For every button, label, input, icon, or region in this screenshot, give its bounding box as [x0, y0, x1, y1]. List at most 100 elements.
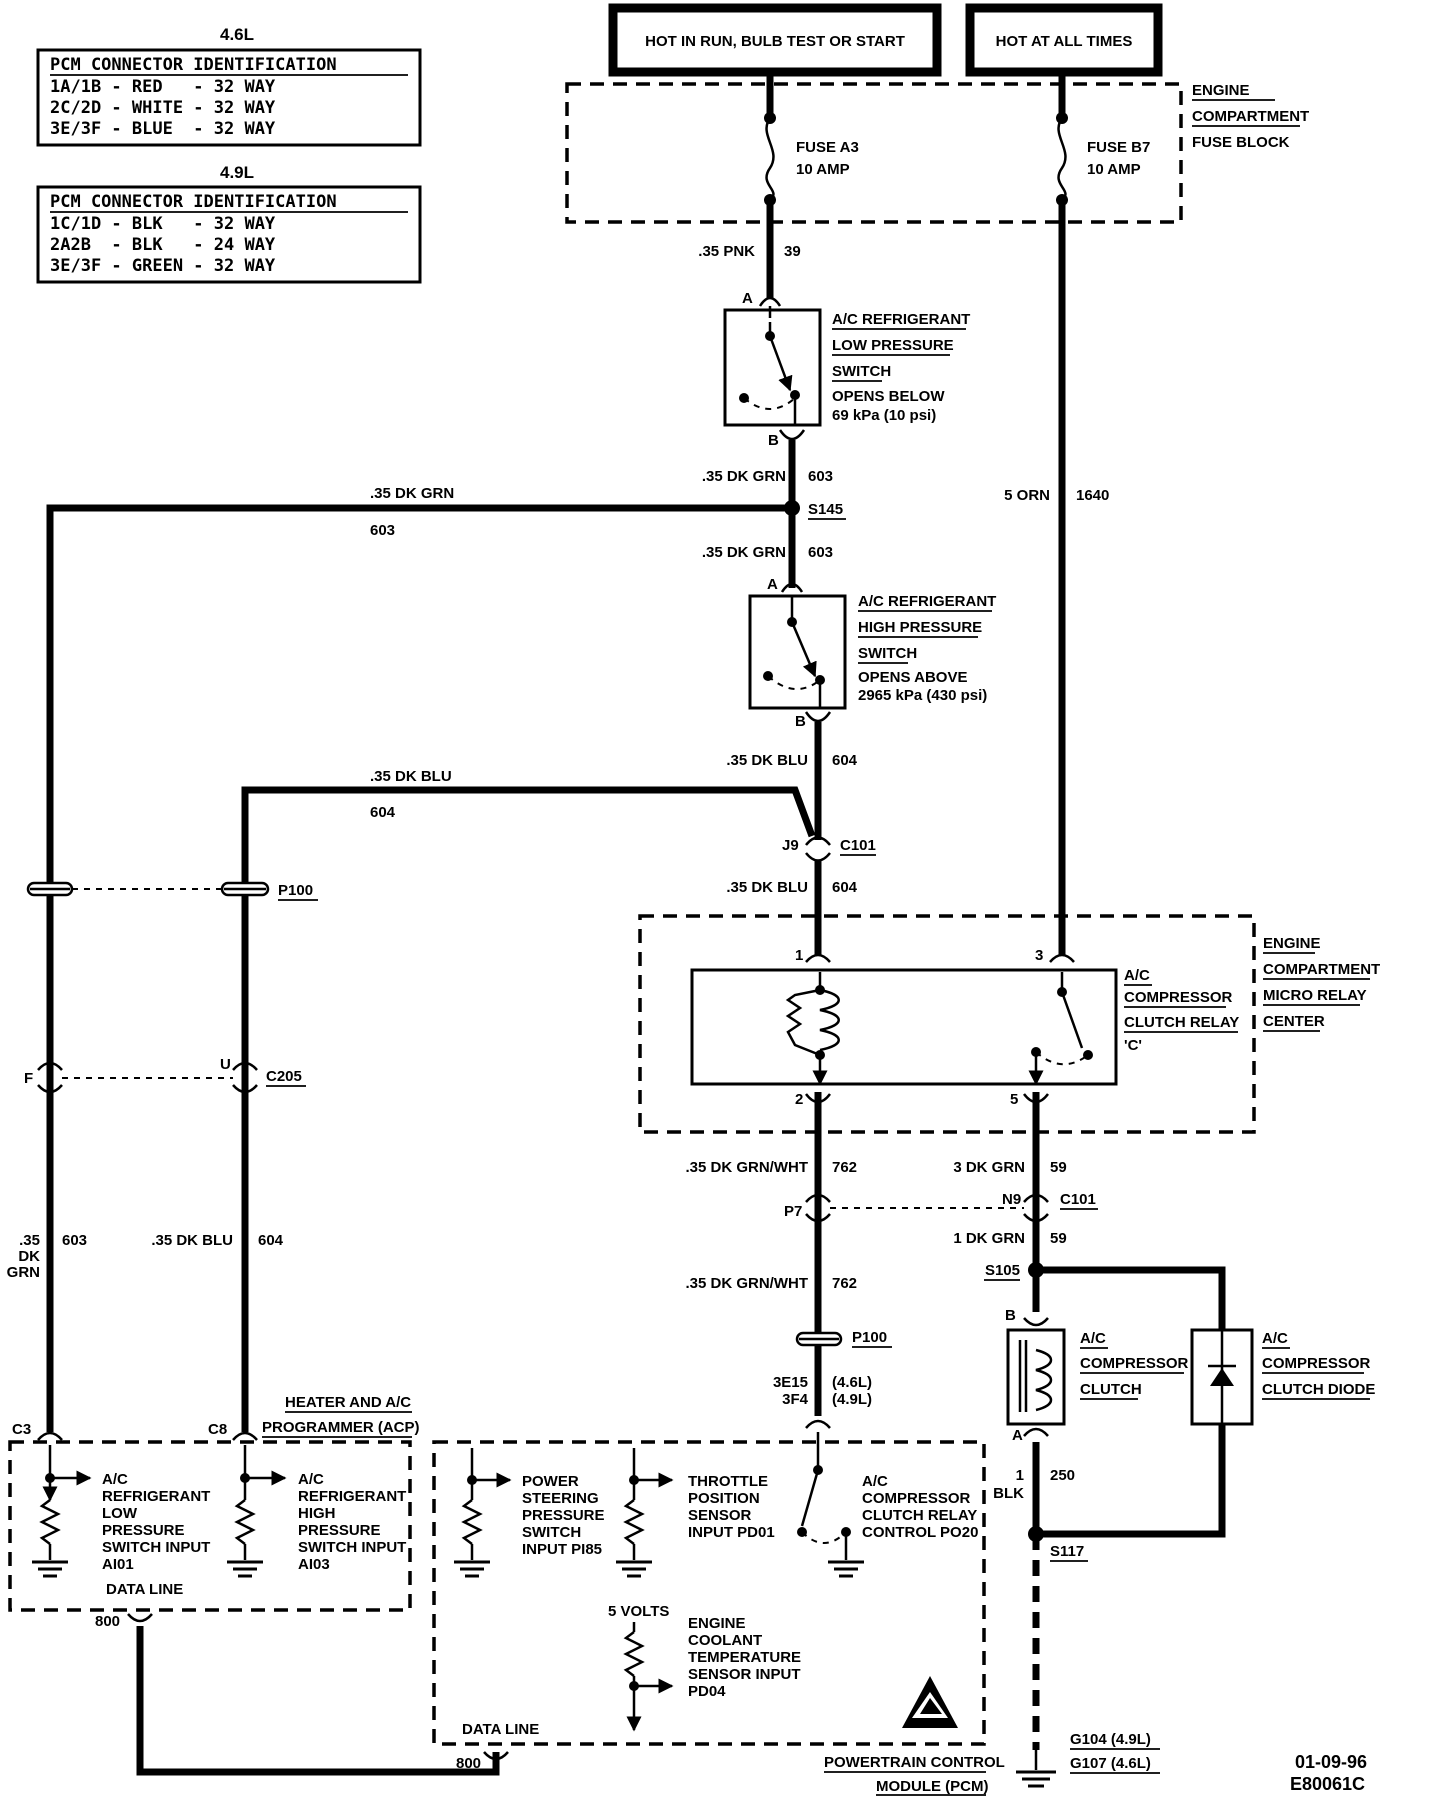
- connector-p7: P7: [784, 1193, 831, 1223]
- wire-gauge: .35 DK GRN: [702, 468, 786, 485]
- wire-circuit: 250: [1050, 1467, 1075, 1484]
- wire-pnk-gauge: .35 PNK: [698, 243, 755, 260]
- wire-gauge: .35 DK BLU: [370, 768, 452, 785]
- power-run-label: HOT IN RUN, BULB TEST OR START: [645, 33, 905, 50]
- wire-gauge: .35 DK GRN: [370, 485, 454, 502]
- data-circuit: 800: [456, 1755, 481, 1772]
- table-engine-label: 4.9L: [220, 163, 254, 182]
- fuse-block: ENGINE COMPARTMENT FUSE BLOCK: [565, 82, 1309, 224]
- pcm-relay-control-label: CLUTCH RELAY: [862, 1507, 977, 1524]
- wire-gauge: 5 ORN: [1004, 487, 1050, 504]
- ground-symbol: [1016, 1750, 1056, 1788]
- relay-label: 'C': [1124, 1037, 1142, 1054]
- acp-title: PROGRAMMER (ACP): [262, 1419, 420, 1436]
- clutch-label: CLUTCH: [1080, 1381, 1142, 1398]
- wire-dk-grn-603-left: [46, 504, 792, 1432]
- diode-label: A/C: [1262, 1330, 1288, 1347]
- fuse-a3: FUSE A3 10 AMP: [764, 72, 859, 206]
- acp-input-label: PRESSURE: [102, 1522, 185, 1539]
- pcm-ect-label: PD04: [688, 1683, 726, 1700]
- pcm-ect-label: COOLANT: [688, 1632, 762, 1649]
- table-row: 3E/3F - BLUE - 32 WAY: [50, 119, 276, 139]
- diode-label: CLUTCH DIODE: [1262, 1381, 1375, 1398]
- switch-note: 69 kPa (10 psi): [832, 407, 936, 424]
- relay-pin: 5: [1010, 1091, 1018, 1108]
- switch-label: A/C REFRIGERANT: [832, 311, 970, 328]
- fuse-b7: FUSE B7 10 AMP: [1056, 72, 1150, 206]
- clutch-label: COMPRESSOR: [1080, 1355, 1189, 1372]
- esd-warning-icon: [902, 1676, 958, 1728]
- wire-gauge: 3 DK GRN: [953, 1159, 1025, 1176]
- pin-label: A: [742, 290, 753, 307]
- relay-center-label: CENTER: [1263, 1013, 1325, 1030]
- relay-pin: 3: [1035, 947, 1043, 964]
- data-circuit: 800: [95, 1613, 120, 1630]
- wire-circuit: 603: [370, 522, 395, 539]
- wire-gauge: .35 DK BLU: [726, 752, 808, 769]
- compressor-clutch-diode: A/C COMPRESSOR CLUTCH DIODE: [1190, 1328, 1375, 1426]
- wire-circuit: 59: [1050, 1159, 1067, 1176]
- compressor-clutch-relay: 1 3 2 5 A/C COMPRESSOR CLUTCH RELAY 'C': [690, 947, 1239, 1108]
- pcm-table-4-9l: 4.9L PCM CONNECTOR IDENTIFICATION 1C/1D …: [36, 163, 422, 284]
- pcm-tps-label: SENSOR: [688, 1507, 752, 1524]
- compressor-clutch: B A A/C COMPRESSOR CLUTCH: [1005, 1307, 1189, 1444]
- table-row: 2C/2D - WHITE - 32 WAY: [50, 98, 276, 118]
- wire-circuit: 604: [832, 752, 858, 769]
- connector-c205: F U C205: [24, 1056, 306, 1094]
- acp-input-label: SWITCH INPUT: [298, 1539, 406, 1556]
- pcm-tps-label: THROTTLE: [688, 1473, 768, 1490]
- acp-module: HEATER AND A/C PROGRAMMER (ACP) C3 C8 A/…: [8, 1394, 420, 1630]
- pcm-pin-engine: (4.6L): [832, 1374, 872, 1391]
- ground-label: G107 (4.6L): [1070, 1755, 1151, 1772]
- pcm-module: POWER STEERING PRESSURE SWITCH INPUT PI8…: [432, 1432, 1005, 1796]
- pcm-ps-label: STEERING: [522, 1490, 599, 1507]
- wire-circuit: 604: [832, 879, 858, 896]
- table-engine-label: 4.6L: [220, 25, 254, 44]
- wire-gauge: .35 DK BLU: [726, 879, 808, 896]
- clutch-label: A/C: [1080, 1330, 1106, 1347]
- wire-gauge: .35: [19, 1232, 40, 1249]
- table-row: 3E/3F - GREEN - 32 WAY: [50, 256, 276, 276]
- pcm-pin-label: 3E15: [773, 1374, 808, 1391]
- acp-input-label: A/C: [102, 1471, 128, 1488]
- diode-label: COMPRESSOR: [1262, 1355, 1371, 1372]
- wire-gauge: BLK: [993, 1485, 1024, 1502]
- acp-input-label: LOW: [102, 1505, 138, 1522]
- footer-code: E80061C: [1290, 1774, 1365, 1794]
- wire-diode-bottom: [1036, 1424, 1226, 1538]
- pcm-pin-label: 3F4: [782, 1391, 809, 1408]
- table-row: 1A/1B - RED - 32 WAY: [50, 77, 276, 97]
- acp-input-label: REFRIGERANT: [102, 1488, 210, 1505]
- data-line-wire: [136, 1626, 500, 1776]
- pcm-data-line-label: DATA LINE: [462, 1721, 539, 1738]
- pcm-ect-label: TEMPERATURE: [688, 1649, 801, 1666]
- wire-circuit: 762: [832, 1275, 857, 1292]
- switch-label: LOW PRESSURE: [832, 337, 954, 354]
- pcm-ps-label: SWITCH: [522, 1524, 581, 1541]
- switch-label: SWITCH: [858, 645, 917, 662]
- fuse-a3-name: FUSE A3: [796, 139, 859, 156]
- acp-input-label: AI03: [298, 1556, 330, 1573]
- connector-pin: P7: [784, 1203, 802, 1220]
- pcm-tps-label: INPUT PD01: [688, 1524, 775, 1541]
- relay-center-label: MICRO RELAY: [1263, 987, 1367, 1004]
- pcm-table-4-6l: 4.6L PCM CONNECTOR IDENTIFICATION 1A/1B …: [36, 25, 422, 147]
- splice-label: S117: [1050, 1543, 1084, 1560]
- pcm-pin-engine: (4.9L): [832, 1391, 872, 1408]
- pcm-ps-label: INPUT PI85: [522, 1541, 602, 1558]
- connector-label: C101: [1060, 1191, 1096, 1208]
- relay-center-label: ENGINE: [1263, 935, 1321, 952]
- wire-gauge: 1: [1016, 1467, 1024, 1484]
- fuse-block-label: COMPARTMENT: [1192, 108, 1309, 125]
- acp-input-label: A/C: [298, 1471, 324, 1488]
- connector-pin: C8: [208, 1421, 227, 1438]
- splice-s117: [1028, 1526, 1044, 1542]
- wire-dk-blu-604-left: [241, 786, 816, 1432]
- switch-note: OPENS BELOW: [832, 388, 945, 405]
- wire-circuit: 603: [808, 544, 833, 561]
- table-header: PCM CONNECTOR IDENTIFICATION: [50, 55, 337, 75]
- acp-input-label: REFRIGERANT: [298, 1488, 406, 1505]
- wire-diode-top: [1036, 1266, 1226, 1330]
